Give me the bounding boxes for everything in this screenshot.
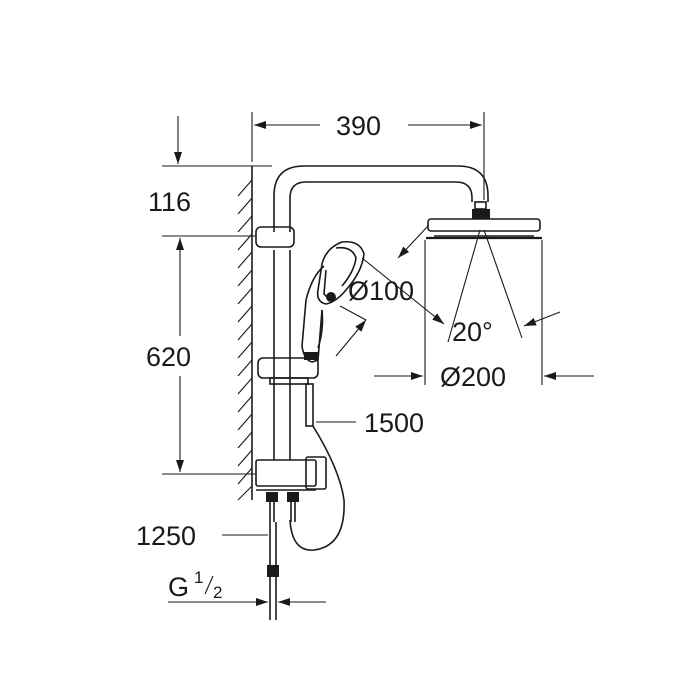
hand-shower-holder: [257, 357, 319, 385]
label-hose-length: 1500: [364, 408, 424, 438]
mixer-box: [255, 456, 327, 491]
dimension-390: [251, 112, 485, 200]
label-thread-prefix: G: [168, 572, 189, 602]
label-620: 620: [146, 342, 191, 372]
hand-shower: [301, 240, 365, 363]
dimension-spray-angle: [523, 311, 561, 327]
spray-angle-lines: [424, 229, 543, 385]
dimension-620: [162, 238, 256, 475]
wall: [237, 166, 253, 501]
label-116: 116: [148, 187, 191, 217]
dimension-116: [162, 116, 272, 237]
thread-fraction-slash: [204, 575, 214, 595]
connection-hoses: [266, 492, 299, 620]
label-connection-length: 1250: [136, 521, 196, 551]
label-thread-denominator: 2: [213, 583, 222, 602]
label-head-diameter: Ø200: [440, 362, 506, 392]
label-handshower-diameter: Ø100: [348, 276, 414, 306]
label-390: 390: [336, 111, 381, 141]
riser-pipe: [273, 165, 489, 460]
dimension-handshower: [335, 225, 445, 357]
label-thread-numerator: 1: [194, 568, 203, 587]
label-spray-angle: 20°: [452, 317, 493, 347]
shower-hose: [289, 383, 345, 551]
wall-bracket-top: [255, 226, 295, 248]
rain-shower-head: [426, 201, 542, 240]
